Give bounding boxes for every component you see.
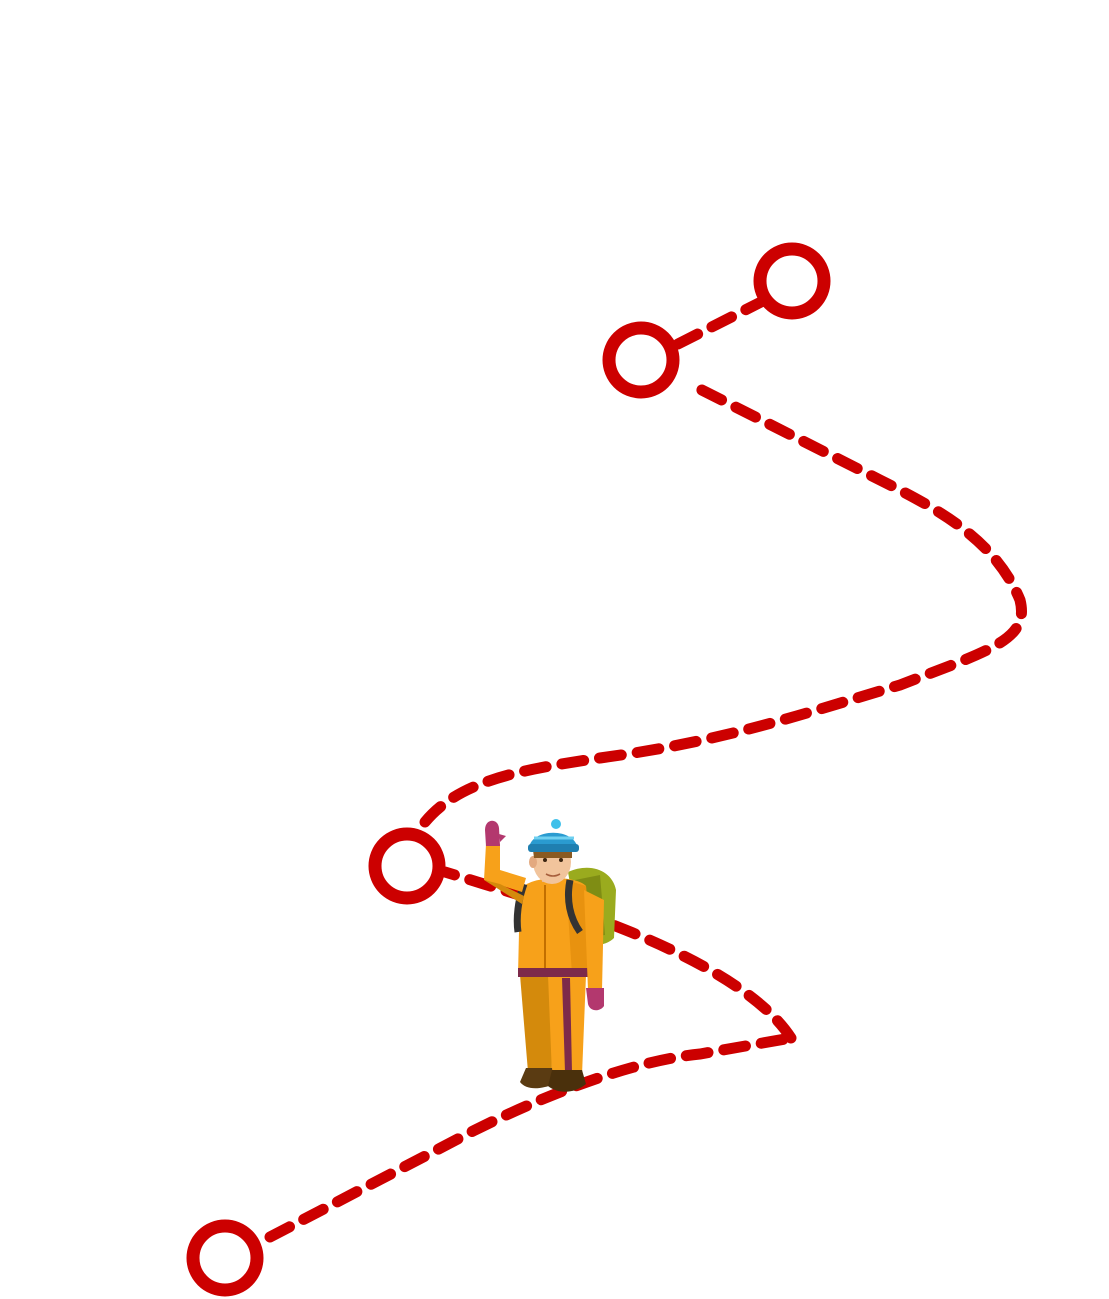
hiker-hat-pompom bbox=[551, 819, 561, 829]
hiker-leg-back bbox=[520, 975, 552, 1072]
hiker-arm-lower bbox=[584, 890, 604, 990]
trail-segment-2 bbox=[439, 866, 797, 1044]
hiker-boot-left bbox=[520, 1068, 554, 1089]
hiker-arm-raised bbox=[484, 844, 526, 892]
waypoints bbox=[186, 242, 831, 1297]
trail-segment-4 bbox=[672, 294, 771, 350]
hiker-icon bbox=[484, 819, 616, 1092]
waypoint-3-icon[interactable] bbox=[602, 321, 680, 399]
hiker-boot-right bbox=[548, 1070, 586, 1092]
waypoint-end-icon[interactable] bbox=[753, 242, 831, 320]
trail-segment-3 bbox=[419, 377, 1027, 828]
hiker-belt bbox=[518, 968, 590, 977]
waypoint-start-icon[interactable] bbox=[186, 1219, 264, 1297]
hiker-mitten-lower bbox=[586, 988, 604, 1011]
hiker-mitten-raised bbox=[485, 820, 500, 846]
trail bbox=[264, 294, 1027, 1243]
waypoint-2-icon[interactable] bbox=[368, 827, 446, 905]
trail-segment-1 bbox=[264, 1032, 797, 1243]
